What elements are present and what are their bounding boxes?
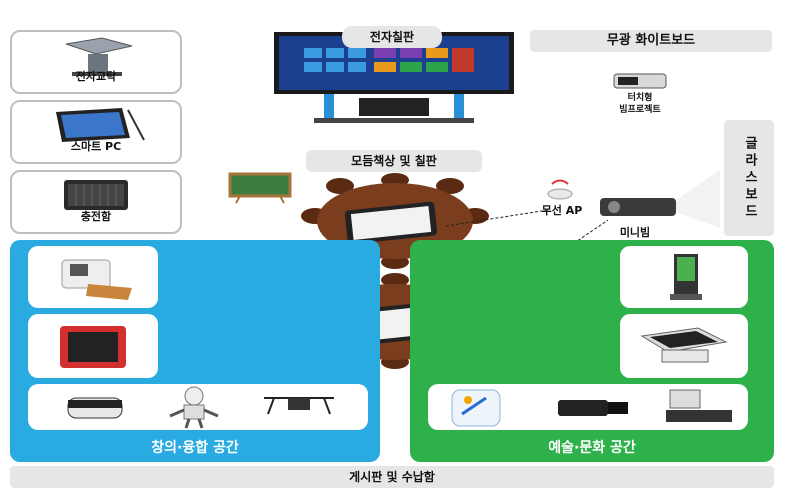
wireless-ap-label: 무선 AP xyxy=(541,204,583,217)
arts-devices-card xyxy=(428,384,748,430)
electronic-board-label: 전자칠판 xyxy=(342,26,442,48)
module-desk-label: 모듬책상 및 칠판 xyxy=(306,150,482,172)
mini-beam-label: 미니빔 xyxy=(619,226,651,239)
smart-pc-label: 스마트 PC xyxy=(70,140,122,153)
charging-cabinet-label: 충전함 xyxy=(80,210,112,223)
arts-culture-zone: 예술·문화 공간 xyxy=(410,240,774,462)
touch-table-card xyxy=(620,314,748,378)
devices-card xyxy=(28,384,368,430)
kiosk-card xyxy=(620,246,748,308)
electronic-podium-card: 전자교탁 xyxy=(10,30,182,94)
robot-icon xyxy=(169,386,219,429)
vr-headset-icon xyxy=(67,397,123,419)
mini-beam-icon xyxy=(600,198,676,216)
smart-pc-card: 스마트 PC xyxy=(10,100,182,164)
kiosk-icon xyxy=(670,254,702,300)
drawing-app-icon xyxy=(451,389,501,427)
matte-whiteboard-label: 무광 화이트보드 xyxy=(530,30,772,52)
camcorder-icon xyxy=(558,400,628,416)
photo-printer-card xyxy=(28,246,158,308)
wireless-ap-icon xyxy=(547,179,573,200)
charging-cabinet-card: 충전함 xyxy=(10,170,182,234)
touch-table-icon xyxy=(640,327,728,363)
scanner-icon xyxy=(666,389,732,422)
podium-icon xyxy=(65,37,133,76)
bulletin-storage-label: 게시판 및 수납함 xyxy=(10,466,774,488)
3d-printer-icon xyxy=(60,326,126,368)
arts-zone-title: 예술·문화 공간 xyxy=(548,440,636,456)
drone-icon xyxy=(264,397,334,415)
3d-printer-card xyxy=(28,314,158,378)
photo-printer-icon xyxy=(61,259,132,300)
glass-board-label: 글라스보드 xyxy=(724,120,774,236)
tablet-pc-icon xyxy=(56,108,145,142)
chalkboard-icon xyxy=(228,172,292,204)
podium-label: 전자교탁 xyxy=(75,70,117,83)
charging-cabinet-icon xyxy=(64,180,128,210)
touch-projector-label: 터치형 빔프로젝트 xyxy=(619,93,661,115)
electronic-board-icon xyxy=(274,32,514,123)
touch-projector-icon xyxy=(613,73,667,89)
creative-convergence-zone: 창의·융합 공간 xyxy=(10,240,380,462)
creative-zone-title: 창의·융합 공간 xyxy=(151,440,239,456)
